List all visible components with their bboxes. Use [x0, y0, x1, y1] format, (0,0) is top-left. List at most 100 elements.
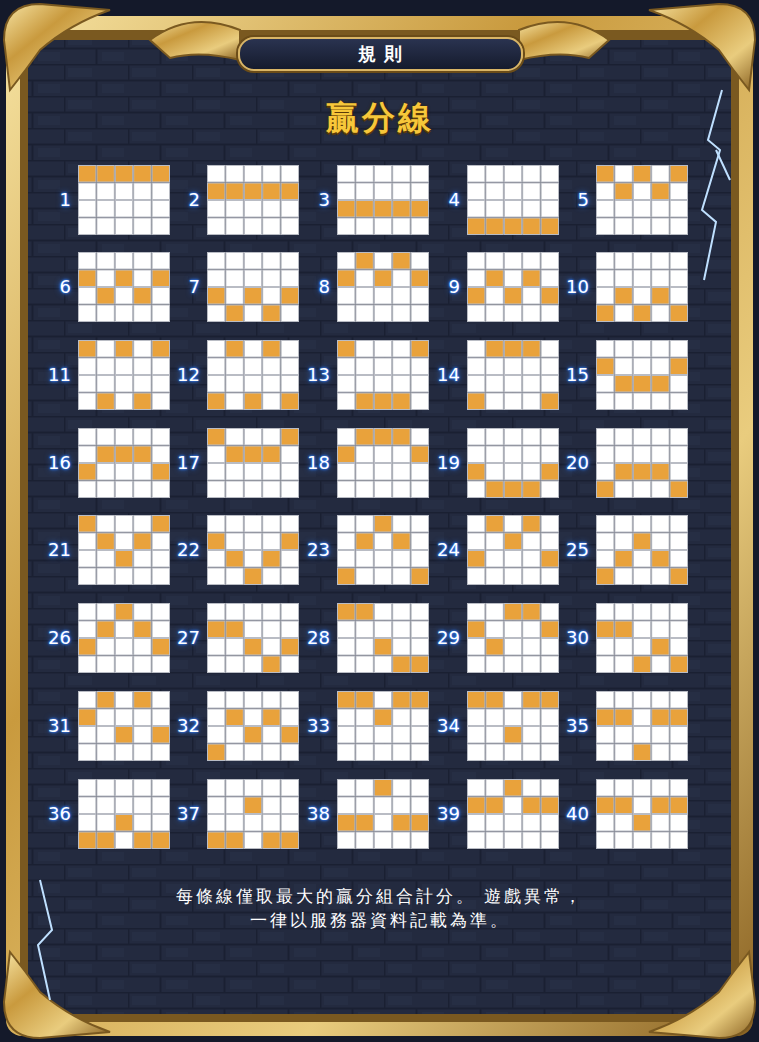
payline-cell — [338, 568, 355, 585]
grid-cell — [356, 376, 373, 393]
payline-cell — [670, 568, 687, 585]
footnote: 每條線僅取最大的贏分組合計分。 遊戲異常，一律以服務器資料記載為準。 — [175, 884, 585, 932]
grid-cell — [244, 832, 261, 849]
payline-cell — [468, 621, 485, 638]
grid-cell — [523, 429, 540, 446]
grid-cell — [633, 253, 650, 270]
grid-cell — [115, 656, 132, 673]
line-number: 8 — [291, 252, 330, 322]
grid-cell — [263, 604, 280, 621]
grid-cell — [356, 727, 373, 744]
payline-item: 37 — [161, 779, 299, 849]
grid-cell — [393, 376, 410, 393]
grid-cell — [208, 201, 225, 218]
payline-cell — [226, 446, 243, 463]
payline-grid — [467, 252, 559, 322]
payline-cell — [208, 744, 225, 761]
grid-cell — [486, 376, 503, 393]
grid-cell — [97, 815, 114, 832]
grid-cell — [226, 692, 243, 709]
grid-cell — [523, 305, 540, 322]
lightning — [38, 90, 730, 1000]
payline-cell — [541, 393, 558, 410]
payline-item: 9 — [421, 252, 559, 322]
payline-cell — [374, 270, 391, 287]
grid-cell — [597, 218, 614, 235]
grid-cell — [486, 551, 503, 568]
payline-grid — [78, 252, 170, 322]
payline-cell — [597, 305, 614, 322]
grid-cell — [226, 516, 243, 533]
payline-cell — [486, 341, 503, 358]
payline-cell — [615, 621, 632, 638]
grid-cell — [652, 341, 669, 358]
grid-cell — [411, 464, 428, 481]
grid-cell — [226, 797, 243, 814]
grid-cell — [208, 551, 225, 568]
grid-cell — [670, 516, 687, 533]
grid-cell — [356, 639, 373, 656]
grid-cell — [115, 183, 132, 200]
payline-item: 5 — [550, 165, 688, 235]
grid-cell — [486, 253, 503, 270]
grid-cell — [374, 656, 391, 673]
payline-cell — [226, 341, 243, 358]
grid-cell — [468, 166, 485, 183]
grid-cell — [79, 815, 96, 832]
grid-cell — [468, 568, 485, 585]
grid-cell — [263, 429, 280, 446]
grid-cell — [79, 481, 96, 498]
grid-cell — [134, 516, 151, 533]
grid-cell — [468, 201, 485, 218]
payline-cell — [115, 166, 132, 183]
payline-cell — [523, 516, 540, 533]
payline-grid — [337, 515, 429, 585]
payline-cell — [208, 621, 225, 638]
grid-cell — [393, 481, 410, 498]
grid-cell — [244, 358, 261, 375]
grid-cell — [633, 551, 650, 568]
grid-cell — [97, 709, 114, 726]
grid-cell — [411, 218, 428, 235]
payline-cell — [281, 533, 298, 550]
grid-cell — [615, 429, 632, 446]
grid-cell — [468, 832, 485, 849]
payline-grid — [467, 428, 559, 498]
grid-cell — [356, 341, 373, 358]
payline-cell — [468, 464, 485, 481]
grid-cell — [281, 270, 298, 287]
payline-cell — [486, 797, 503, 814]
payline-item: 38 — [291, 779, 429, 849]
grid-cell — [468, 253, 485, 270]
payline-cell — [263, 305, 280, 322]
grid-cell — [134, 780, 151, 797]
grid-cell — [134, 568, 151, 585]
grid-cell — [226, 533, 243, 550]
payline-cell — [652, 288, 669, 305]
grid-cell — [152, 621, 169, 638]
grid-cell — [615, 358, 632, 375]
grid-cell — [374, 797, 391, 814]
payline-cell — [523, 797, 540, 814]
payline-cell — [79, 516, 96, 533]
grid-cell — [393, 464, 410, 481]
grid-cell — [152, 429, 169, 446]
payline-grid — [78, 603, 170, 673]
line-number: 16 — [32, 428, 71, 498]
grid-cell — [670, 533, 687, 550]
grid-cell — [597, 183, 614, 200]
grid-cell — [134, 481, 151, 498]
line-number: 28 — [291, 603, 330, 673]
grid-cell — [356, 288, 373, 305]
payline-cell — [134, 446, 151, 463]
grid-cell — [226, 253, 243, 270]
payline-cell — [97, 288, 114, 305]
grid-cell — [79, 744, 96, 761]
grid-cell — [97, 183, 114, 200]
grid-cell — [134, 341, 151, 358]
grid-cell — [504, 166, 521, 183]
grid-cell — [523, 656, 540, 673]
grid-cell — [97, 551, 114, 568]
grid-cell — [541, 656, 558, 673]
grid-cell — [486, 709, 503, 726]
